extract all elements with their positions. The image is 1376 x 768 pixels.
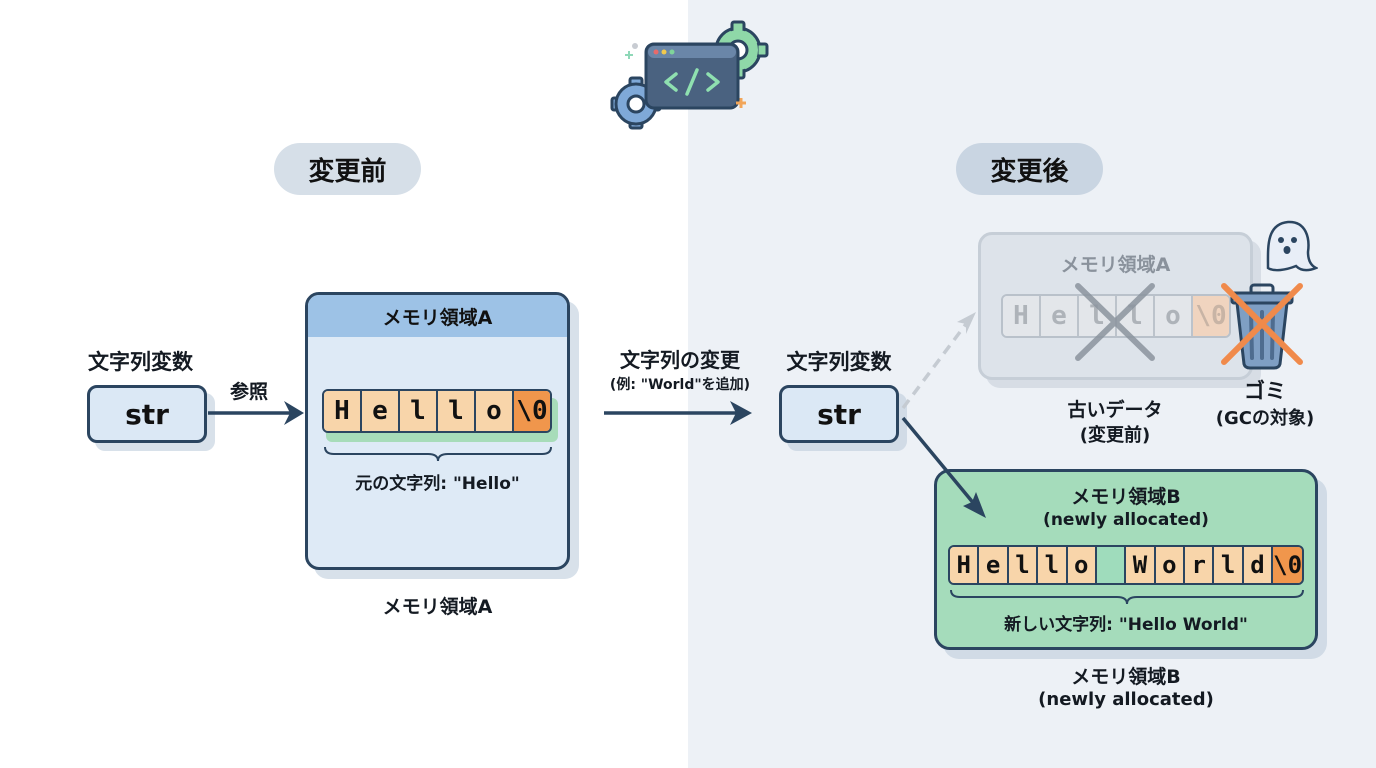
- char-cell: H: [324, 391, 362, 431]
- transition-subtitle: (例: "World"を追加): [609, 377, 751, 393]
- garbage-sublabel: (GCの対象): [1215, 408, 1315, 429]
- char-cell: l: [1038, 547, 1068, 583]
- after-variable-name: str: [817, 397, 861, 431]
- sparkle-dot-icon: [632, 43, 638, 49]
- before-section-title: 変更前: [308, 156, 387, 187]
- trash-can-icon: [1221, 283, 1303, 370]
- memory-area-b-footer: メモリ領域B: [1071, 666, 1181, 688]
- old-data-label: 古いデータ: [1067, 399, 1163, 421]
- char-cell: l: [400, 391, 438, 431]
- sparkle-plus-icon: [625, 51, 633, 59]
- memory-area-b-footer-sub: (newly allocated): [1038, 689, 1214, 710]
- char-cell: W: [1126, 547, 1156, 583]
- memory-area-b-subtitle: (newly allocated): [1043, 510, 1209, 530]
- char-cell: H: [950, 547, 980, 583]
- hello-brace: [324, 446, 552, 462]
- old-data-sublabel: (変更前): [1079, 425, 1151, 446]
- char-cell: l: [438, 391, 476, 431]
- char-cell: o: [476, 391, 514, 431]
- char-cell: o: [1067, 547, 1097, 583]
- null-terminator-cell: \0: [514, 391, 550, 431]
- old-memory-area-a-title: メモリ領域A: [1060, 254, 1171, 276]
- transition-title: 文字列の変更: [620, 348, 740, 372]
- char-cell: [1096, 547, 1127, 583]
- reference-label: 参照: [230, 381, 269, 403]
- original-string-caption: 元の文字列: "Hello": [355, 474, 520, 494]
- null-terminator-cell: \0: [1273, 547, 1302, 583]
- char-cell: e: [979, 547, 1009, 583]
- sparkle-star-icon: [736, 98, 746, 108]
- char-cell: l: [1214, 547, 1244, 583]
- char-cell: r: [1185, 547, 1215, 583]
- after-variable-box: str: [779, 385, 899, 443]
- char-cell: l: [1008, 547, 1039, 583]
- new-string-caption: 新しい文字列: "Hello World": [1004, 615, 1248, 635]
- char-cell: o: [1155, 296, 1193, 336]
- memory-area-a-title: メモリ領域A: [382, 306, 493, 329]
- hello-world-brace: [950, 589, 1304, 605]
- null-terminator-cell: \0: [1193, 296, 1229, 336]
- before-variable-box: str: [87, 385, 207, 443]
- after-section-title: 変更後: [990, 156, 1069, 187]
- old-data-cross-icon: [1075, 283, 1155, 361]
- after-variable-label: 文字列変数: [786, 350, 892, 374]
- before-section-pill: 変更前: [274, 143, 421, 195]
- char-cell: H: [1003, 296, 1041, 336]
- char-cell: e: [1041, 296, 1079, 336]
- memory-area-a-header: メモリ領域A: [308, 295, 567, 337]
- memory-area-b-title: メモリ領域B: [1071, 486, 1181, 508]
- char-cell: d: [1243, 547, 1274, 583]
- memory-area-a-footer: メモリ領域A: [382, 596, 493, 618]
- ghost-icon: [1266, 220, 1318, 272]
- char-cell: o: [1155, 547, 1185, 583]
- cross-mark-icon: [1221, 283, 1303, 365]
- code-window-icon: [610, 20, 769, 130]
- before-variable-name: str: [125, 397, 169, 431]
- char-cell: e: [362, 391, 400, 431]
- garbage-label: ゴミ: [1244, 379, 1286, 403]
- before-variable-label: 文字列変数: [88, 350, 193, 374]
- browser-window-icon: [644, 42, 740, 110]
- after-section-pill: 変更後: [956, 143, 1103, 195]
